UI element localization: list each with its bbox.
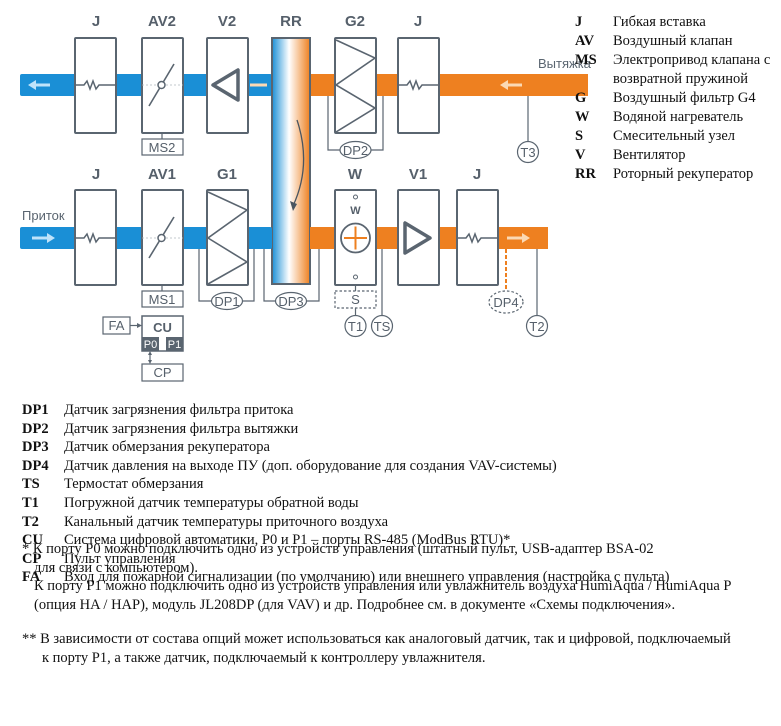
port-p1: P1 [168, 339, 181, 351]
port-p0: P0 [144, 339, 157, 351]
svg-text:MS2: MS2 [149, 140, 176, 155]
exhaust-out-arrow-icon [28, 80, 50, 90]
control-unit-cu: CU P0 P1 [141, 315, 184, 352]
svg-text:W: W [350, 205, 361, 217]
fire-alarm-input-fa: FA [102, 316, 131, 335]
unit-label-w: W [348, 166, 363, 183]
sensor-t2: T2 [525, 314, 549, 338]
footnote-1-line-3: К порту P1 можно подключить одно из устр… [34, 578, 732, 595]
control-panel-cp: CP [141, 363, 184, 382]
footnotes: * К порту P0 можно подключить одно из ус… [22, 540, 781, 668]
mixing-unit-s: S [334, 290, 377, 316]
sensor-t1: T1 [344, 314, 367, 338]
svg-text:FA: FA [109, 318, 125, 333]
svg-text:DP2: DP2 [343, 143, 368, 158]
exhaust-inlet-arrow-icon [500, 80, 522, 90]
svg-text:T3: T3 [520, 145, 535, 160]
svg-text:CU: CU [153, 320, 172, 335]
unit-label-j-top-left: J [92, 13, 100, 30]
footnote-2-line-1: ** В зависимости от состава опций может … [22, 631, 731, 648]
flex-joint-top-right [397, 37, 440, 134]
water-heater-w: W [334, 189, 377, 291]
svg-text:MS1: MS1 [149, 292, 176, 307]
footnote-1-line-4: (опция HA / HAP), модуль JL208DP (для VA… [34, 596, 676, 613]
sensor-ts: TS [370, 314, 394, 338]
supply-out-arrow-icon [507, 233, 530, 243]
sensor-dp2: DP2 [339, 140, 372, 160]
flex-joint-top-left [74, 37, 117, 134]
sensor-t3: T3 [516, 140, 540, 164]
unit-label-v2: V2 [218, 13, 236, 30]
air-handling-unit-diagram: Вытяжка J AV2 MS2 V2 RR G2 DP2 [20, 13, 592, 382]
svg-text:CP: CP [153, 365, 171, 380]
supply-in-arrow-icon [32, 233, 55, 243]
unit-label-v1: V1 [409, 166, 427, 183]
unit-label-j-bottom-left: J [92, 166, 100, 183]
exhaust-label: Вытяжка [538, 56, 592, 71]
unit-label-j-top-right: J [414, 13, 422, 30]
actuator-ms1: MS1 [141, 290, 184, 308]
unit-label-rr: RR [280, 13, 302, 30]
svg-text:DP3: DP3 [278, 294, 303, 309]
sensor-dp3: DP3 [274, 291, 308, 311]
actuator-ms2: MS2 [141, 138, 184, 156]
fan-v2 [206, 37, 249, 134]
svg-text:T1: T1 [348, 319, 363, 334]
flex-joint-bottom-right [456, 189, 499, 286]
footnote-2-line-2: к порту P1, а также датчик, подключаемый… [42, 649, 486, 666]
air-damper-av1 [141, 189, 184, 291]
sensor-dp1: DP1 [210, 291, 244, 311]
unit-label-g1: G1 [217, 166, 237, 183]
unit-label-av1: AV1 [148, 166, 176, 183]
unit-label-g2: G2 [345, 13, 365, 30]
svg-text:DP1: DP1 [214, 294, 239, 309]
svg-text:S: S [351, 292, 360, 307]
sensor-dp4: DP4 [488, 290, 524, 314]
supply-label: Приток [22, 208, 65, 223]
svg-text:T2: T2 [529, 319, 544, 334]
unit-label-av2: AV2 [148, 13, 176, 30]
svg-text:TS: TS [374, 319, 391, 334]
flex-joint-bottom-left [74, 189, 117, 286]
footnote-1-line-1: * К порту P0 можно подключить одно из ус… [22, 541, 654, 557]
fan-v1 [397, 189, 440, 286]
svg-text:DP4: DP4 [493, 295, 518, 310]
filter-g1 [198, 189, 255, 302]
unit-label-j-bottom-right: J [473, 166, 481, 183]
filter-g2 [327, 37, 384, 151]
air-damper-av2 [141, 37, 184, 139]
rotary-recuperator-rr [271, 37, 311, 285]
footnote-1-line-2: для связи с компьютером). [34, 559, 198, 576]
exhaust-duct-warm [310, 74, 588, 96]
